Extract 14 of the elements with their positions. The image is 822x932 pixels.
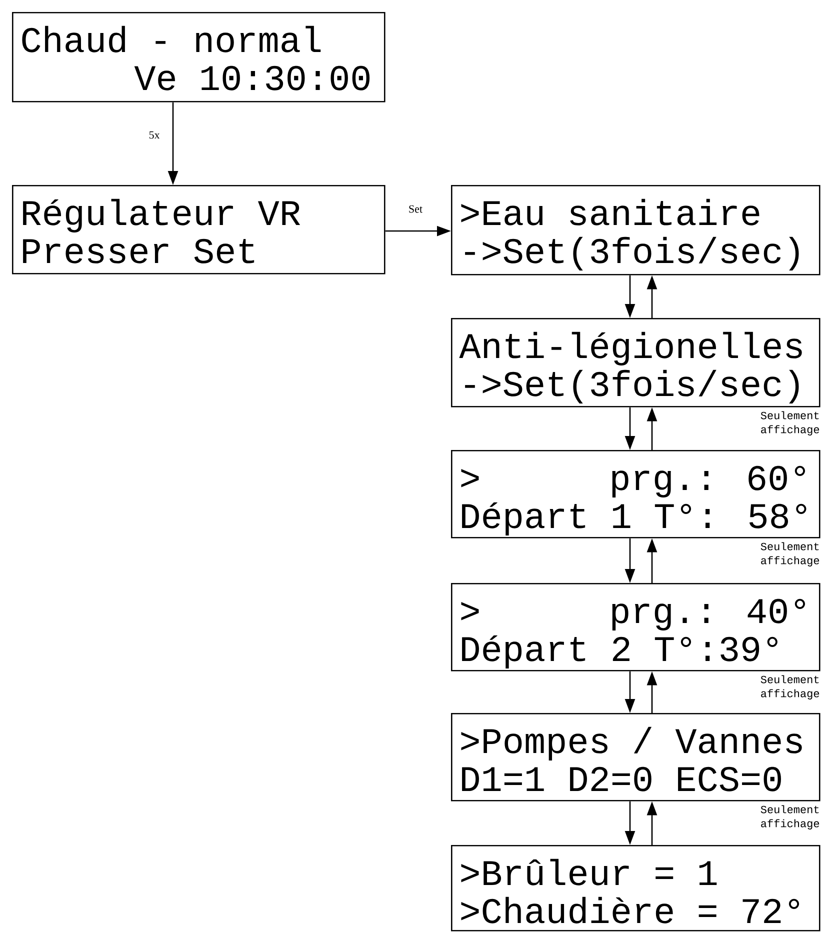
display-box: > prg.: 40° Départ 2 T°:39° xyxy=(451,583,820,672)
display-box: >Pompes / Vannes D1=1 D2=0 ECS=0 xyxy=(451,713,820,802)
display-box: >Eau sanitaire ->Set(3fois/sec) xyxy=(451,185,820,276)
display-box: >Brûleur = 1 >Chaudière = 72° xyxy=(451,845,820,932)
edge-label: Set xyxy=(407,204,424,214)
note-text: Seulement affichage xyxy=(760,411,820,436)
note-text: Seulement affichage xyxy=(760,675,820,700)
display-box: > prg.: 60° Départ 1 T°: 58° xyxy=(451,450,820,538)
edge-label: 5x xyxy=(148,130,161,140)
display-box: Anti-légionelles ->Set(3fois/sec) xyxy=(451,318,820,408)
note-text: Seulement affichage xyxy=(760,542,820,566)
display-box: Chaud - normal Ve 10:30:00 xyxy=(12,12,386,102)
display-box: Régulateur VR Presser Set xyxy=(12,185,386,274)
note-text: Seulement affichage xyxy=(760,805,820,830)
